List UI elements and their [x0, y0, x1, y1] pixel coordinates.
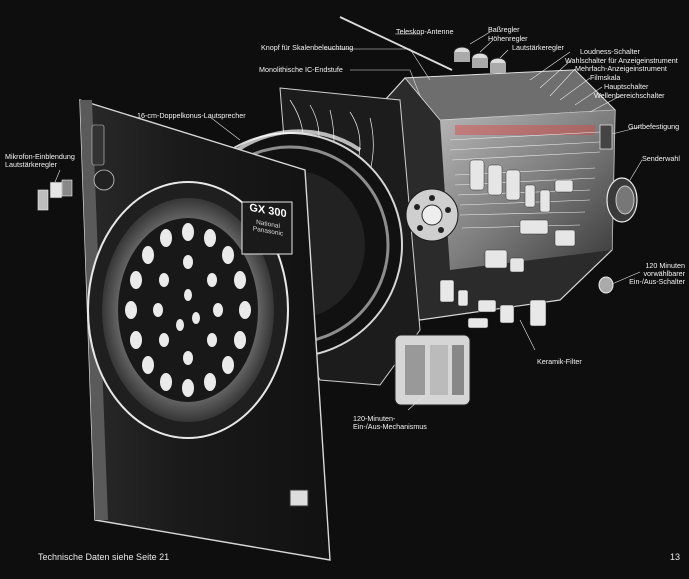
label-bassregler: Baßregler — [488, 25, 520, 34]
label-120min-3: Ein-/Aus-Schalter — [629, 277, 685, 286]
top-knobs — [453, 46, 507, 73]
chassis-block — [339, 16, 638, 321]
tuning-knob — [606, 177, 638, 223]
label-gurtbefestigung: Gurtbefestigung — [628, 122, 680, 131]
label-mehrfach: Mehrfach-Anzeigeinstrument — [575, 64, 667, 73]
label-mechanismus-2: Ein-/Aus-Mechanismus — [353, 422, 427, 431]
label-mikrofon: Mikrofon-Einblendung — [5, 152, 75, 161]
label-wahlschalter: Wahlschalter für Anzeigeinstrument — [565, 56, 678, 65]
leader-lines — [54, 31, 643, 411]
label-120min-1: 120 Minuten — [645, 261, 685, 270]
page-number: 13 — [670, 552, 681, 562]
label-teleskop-antenne: Teleskop-Antenne — [396, 27, 454, 36]
label-lautsprecher: 16-cm-Doppelkonus-Lautsprecher — [137, 111, 246, 120]
label-mechanismus-1: 120-Minuten- — [353, 414, 396, 423]
timer-mechanism — [394, 334, 471, 406]
label-senderwahl: Senderwahl — [642, 154, 680, 163]
mic-knobs — [37, 179, 73, 211]
front-panel — [79, 99, 331, 561]
label-hoehenregler: Höhenregler — [488, 34, 528, 43]
label-keramik: Keramik-Filter — [537, 357, 582, 366]
label-mikrofon-lautstaerke: Lautstärkeregler — [5, 160, 57, 169]
label-wellenbereich: Wellenbereichschalter — [594, 91, 665, 100]
label-lautstaerkeregler-top: Lautstärkeregler — [512, 43, 564, 52]
label-monolithische-ic: Monolithische IC-Endstufe — [259, 65, 343, 74]
footer-note: Technische Daten siehe Seite 21 — [38, 552, 170, 562]
label-loudness: Loudness-Schalter — [580, 47, 640, 56]
label-knopf-skalenbeleuchtung: Knopf für Skalenbeleuchtung — [261, 43, 354, 52]
label-hauptschalter: Hauptschalter — [604, 82, 649, 91]
label-filmskala: Filmskala — [590, 73, 621, 82]
label-120min-2: vorwählbarer — [643, 269, 685, 278]
model-badge: GX 300 National Panasonic — [246, 202, 290, 238]
